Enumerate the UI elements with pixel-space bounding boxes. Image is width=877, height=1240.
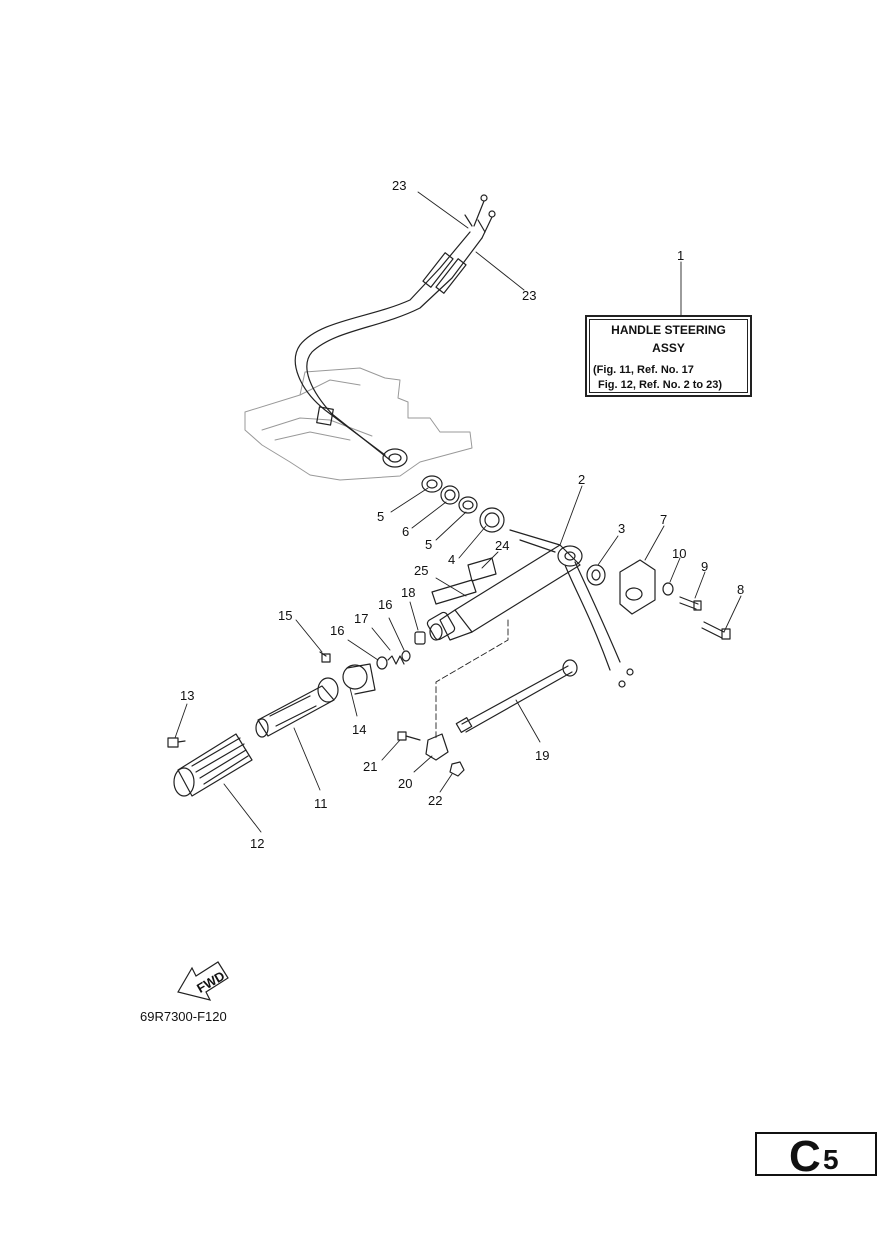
- callout-5a: 5: [377, 509, 384, 524]
- callout-23a: 23: [392, 178, 406, 193]
- label-title-line2: ASSY: [652, 341, 685, 355]
- fwd-arrow-icon: FWD: [177, 961, 229, 1001]
- mounting-bracket-outline: [244, 367, 473, 481]
- collar-6: [440, 485, 460, 505]
- plate-7: [619, 559, 656, 615]
- decal-24: [467, 557, 497, 582]
- fwd-label: FWD: [194, 968, 227, 996]
- sleeve-14: [342, 663, 376, 695]
- page-tag: C 5: [755, 1132, 877, 1181]
- callout-15: 15: [278, 608, 292, 623]
- decal-25: [431, 579, 477, 605]
- callout-16a: 16: [330, 623, 344, 638]
- collar-3: [586, 564, 606, 586]
- assembly-label-box: HANDLE STEERING ASSY (Fig. 11, Ref. No. …: [585, 315, 752, 397]
- callout-12: 12: [250, 836, 264, 851]
- page-tag-number: 5: [823, 1144, 839, 1175]
- callout-16b: 16: [378, 597, 392, 612]
- grip-12: [173, 733, 253, 797]
- screw-15: [319, 651, 331, 663]
- nut-22: [449, 761, 465, 777]
- callout-numbers: 1 2 3 7 10 9 8 23 23 5 6 5 4 24 25 18 16…: [180, 178, 744, 851]
- callout-14: 14: [352, 722, 366, 737]
- callout-5b: 5: [425, 537, 432, 552]
- bushing-4: [479, 507, 505, 533]
- link-20: [425, 733, 449, 761]
- callout-11: 11: [314, 796, 328, 811]
- washer-16a: [376, 656, 388, 670]
- throttle-grip-11: [255, 677, 339, 738]
- callout-9: 9: [701, 559, 708, 574]
- washer-16b: [401, 650, 411, 662]
- label-title-line1: HANDLE STEERING: [611, 323, 726, 337]
- spring-17: [387, 655, 405, 665]
- callout-20: 20: [398, 776, 412, 791]
- page-tag-letter: C: [789, 1132, 821, 1181]
- throttle-cables: [294, 194, 496, 461]
- bolt-8: [701, 621, 731, 640]
- callout-21: 21: [363, 759, 377, 774]
- callout-2: 2: [578, 472, 585, 487]
- washer-10: [662, 582, 674, 596]
- callout-25: 25: [414, 563, 428, 578]
- callout-23b: 23: [522, 288, 536, 303]
- callout-1: 1: [677, 248, 684, 263]
- callout-24: 24: [495, 538, 509, 553]
- callout-3: 3: [618, 521, 625, 536]
- bolt-21: [397, 731, 421, 741]
- nut-18: [414, 631, 426, 645]
- callout-4: 4: [448, 552, 455, 567]
- label-ref-line2: Fig. 12, Ref. No. 2 to 23): [598, 379, 723, 391]
- callout-18: 18: [401, 585, 415, 600]
- diagram-code: 69R7300-F120: [140, 1009, 227, 1024]
- callout-22: 22: [428, 793, 442, 808]
- washer-5a: [421, 475, 443, 493]
- leader-lines: [174, 191, 742, 833]
- callout-19: 19: [535, 748, 549, 763]
- callout-6: 6: [402, 524, 409, 539]
- shaft-19: [455, 659, 578, 733]
- callout-13: 13: [180, 688, 194, 703]
- washer-5b: [458, 496, 478, 514]
- callout-17: 17: [354, 611, 368, 626]
- callout-7: 7: [660, 512, 667, 527]
- tiller-boss: [382, 448, 408, 468]
- bolt-9: [679, 596, 702, 611]
- callout-10: 10: [672, 546, 686, 561]
- callout-8: 8: [737, 582, 744, 597]
- label-ref-line1: (Fig. 11, Ref. No. 17: [593, 364, 694, 376]
- steering-handle-arm: [426, 529, 634, 688]
- screw-13: [167, 737, 186, 748]
